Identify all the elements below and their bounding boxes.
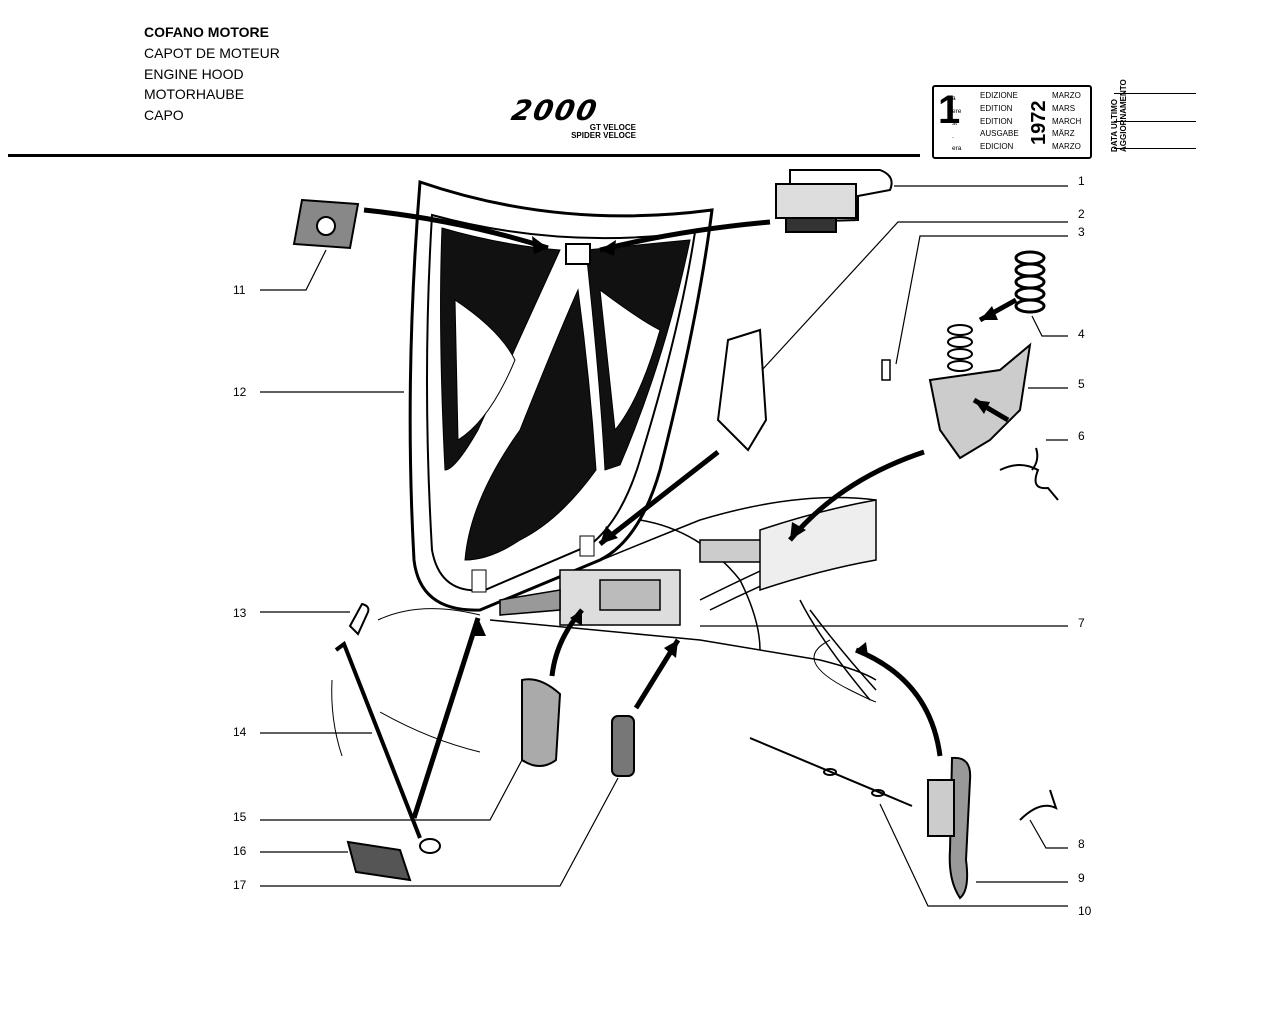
screw-part-3: [881, 359, 891, 381]
striker-plate-part-11: [292, 198, 360, 250]
title-german: MOTORHAUBE: [144, 86, 245, 103]
callout-14: 14: [233, 725, 247, 739]
callout-3: 3: [1078, 225, 1085, 239]
spring-part-6: [999, 447, 1059, 501]
grommet-part-13: [348, 602, 370, 636]
edition-box: 1 a ere st . era EDIZIONE EDITION EDITIO…: [932, 85, 1092, 159]
spring-part-8: [1019, 789, 1058, 821]
callout-5: 5: [1078, 377, 1085, 391]
hood-lock-part-1: [775, 169, 893, 233]
model-logo-main: 2000: [508, 94, 602, 127]
edition-month: MARZO: [1052, 91, 1081, 100]
callout-2: 2: [1078, 207, 1085, 221]
section-titles: COFANO MOTORE CAPOT DE MOTEUR ENGINE HOO…: [144, 22, 280, 126]
edition-month: MÄRZ: [1052, 129, 1075, 139]
callout-16: 16: [233, 844, 247, 858]
callout-12: 12: [233, 385, 247, 399]
model-logo-sub2: SPIDER VELOCE: [571, 131, 636, 140]
edition-suffix: st: [952, 120, 958, 127]
bracket-part-2: [716, 328, 768, 452]
edition-suffix: a: [952, 95, 956, 102]
callout-15: 15: [233, 810, 247, 824]
edition-year: 1972: [1028, 100, 1050, 146]
update-line-3: [1114, 148, 1196, 149]
update-label-line2: AGGIORNAMENTO: [1119, 79, 1128, 152]
callout-9: 9: [1078, 871, 1085, 885]
edition-suffix: ere: [952, 107, 962, 115]
hinge-part-5: [928, 324, 1032, 460]
title-spanish: CAPO: [144, 107, 184, 124]
edition-month: MARS: [1052, 103, 1076, 113]
edition-number: 1: [938, 88, 961, 132]
callout-13: 13: [233, 606, 247, 620]
update-date-label: DATA ULTIMO AGGIORNAMENTO: [1110, 79, 1128, 152]
callout-10: 10: [1078, 904, 1092, 918]
edition-suffix: era: [952, 145, 962, 152]
title-italian: COFANO MOTORE: [144, 24, 269, 40]
edition-words: EDIZIONE EDITION EDITION AUSGABE EDICION: [980, 90, 1019, 154]
clip-part-15: [521, 678, 562, 767]
edition-word: AUSGABE: [980, 129, 1019, 139]
leader-lines: [260, 185, 1068, 907]
edition-word: EDIZIONE: [980, 91, 1018, 100]
callout-17: 17: [233, 878, 247, 892]
prop-rod-part-14: [334, 640, 441, 854]
hood-assembly: [408, 179, 714, 612]
edition-month: MARZO: [1052, 142, 1081, 152]
edition-suffixes: a ere st . era: [952, 93, 961, 156]
edition-suffix: .: [952, 132, 954, 140]
title-english: ENGINE HOOD: [144, 65, 244, 82]
header-rule: [8, 154, 920, 157]
buffer-part-16: [346, 840, 412, 882]
release-lever-part-9: [927, 756, 972, 900]
update-line-1: [1114, 93, 1196, 94]
update-line-2: [1114, 121, 1196, 122]
model-logo-sub1: GT VELOCE: [589, 123, 636, 132]
edition-word: EDITION: [980, 116, 1013, 126]
callout-4: 4: [1078, 327, 1085, 341]
edition-month: MARCH: [1052, 116, 1082, 126]
spring-part-4: [1014, 250, 1046, 314]
sleeve-part-17: [611, 715, 635, 777]
callout-8: 8: [1078, 837, 1085, 851]
update-label-line1: DATA ULTIMO: [1110, 98, 1119, 152]
assembly-arrows: [363, 207, 1018, 819]
title-french: CAPOT DE MOTEUR: [144, 44, 280, 61]
model-logo: 2000 GT VELOCE SPIDER VELOCE: [508, 94, 642, 140]
edition-word: EDICION: [980, 142, 1014, 152]
cable-part-10: [749, 737, 913, 807]
callout-7: 7: [1078, 616, 1085, 630]
edition-months: MARZO MARS MARCH MÄRZ MARZO: [1052, 90, 1081, 154]
callout-6: 6: [1078, 429, 1085, 443]
callout-1: 1: [1078, 174, 1085, 188]
fender-outline: [331, 608, 877, 757]
callout-11: 11: [233, 283, 246, 297]
engine-bay: [479, 496, 877, 701]
edition-word: EDITION: [980, 103, 1013, 113]
arrow-heads: [470, 236, 998, 658]
